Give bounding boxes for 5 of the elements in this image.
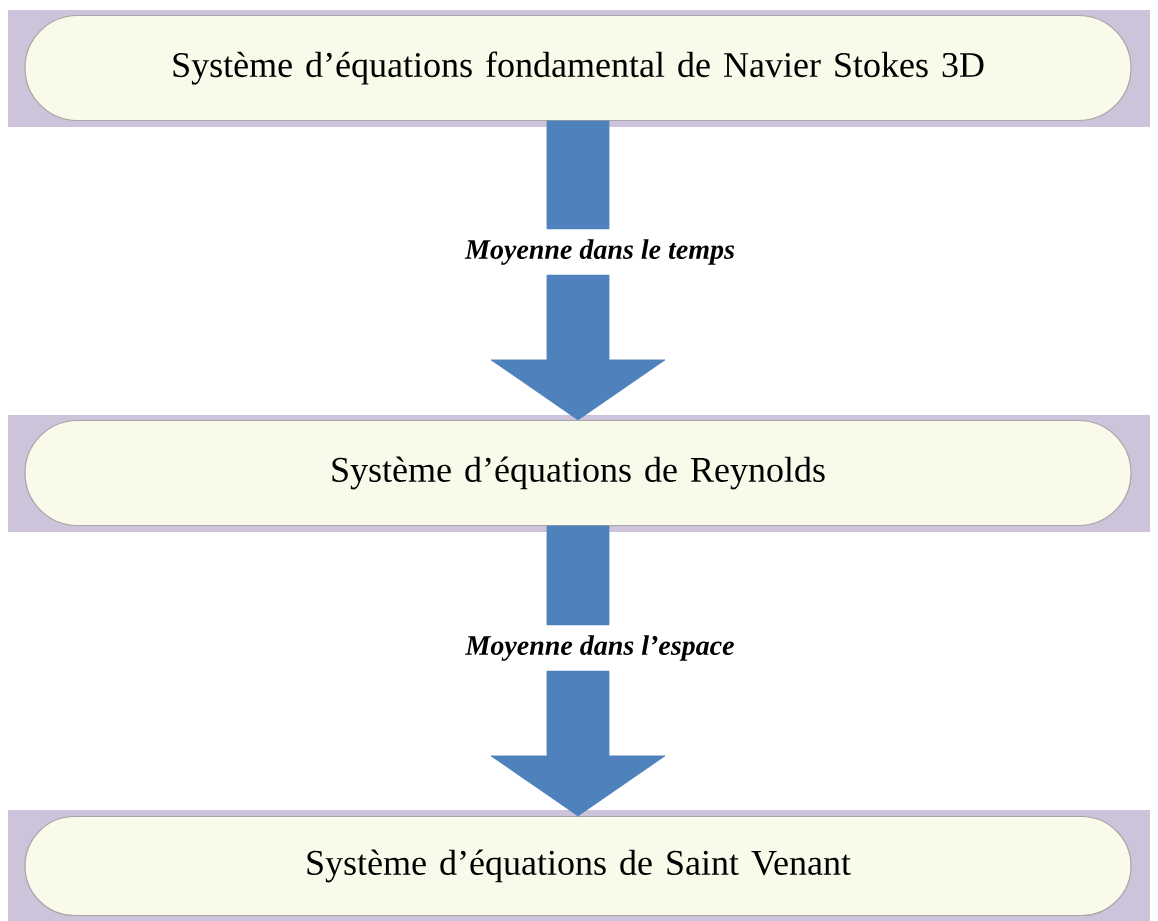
rounded-box: Système d’équations fondamental de Navier Stokes 3D: [24, 14, 1132, 122]
rounded-box: Système d’équations de Saint Venant: [24, 815, 1132, 917]
edge-label: Moyenne dans l’espace: [465, 635, 734, 661]
rounded-box: Système d’équations de Reynolds: [24, 419, 1132, 527]
edge-label: Moyenne dans le temps: [464, 239, 735, 265]
